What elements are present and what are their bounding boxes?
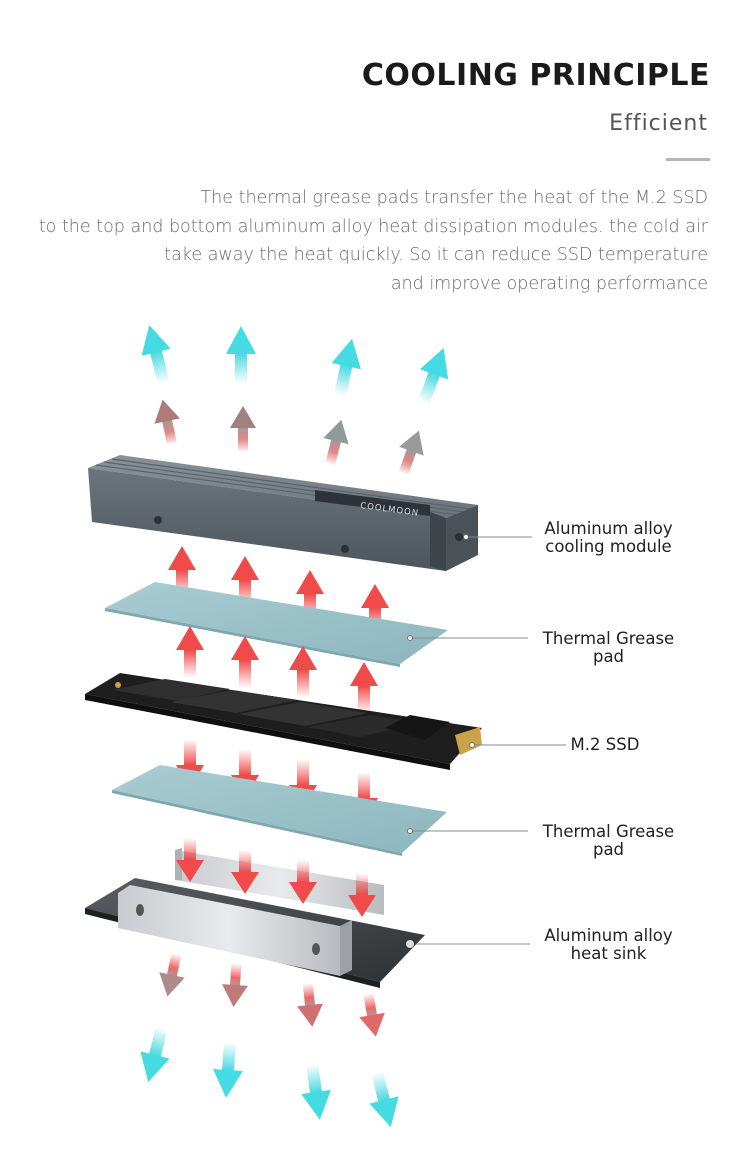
label-line: Aluminum alloy — [544, 926, 673, 945]
cold-air-arrows-bottom — [140, 1026, 399, 1128]
cold-air-arrows-top — [141, 325, 449, 405]
aluminum-cooling-module: COOLMOON — [88, 455, 478, 571]
cold-air-arrow-icon — [331, 338, 361, 397]
label-line: Thermal Grease — [542, 629, 675, 648]
m2-ssd — [85, 673, 482, 770]
title-divider — [666, 158, 710, 161]
cold-air-arrow-icon — [140, 1026, 170, 1083]
label-grease-pad-top: Thermal Grease pad — [536, 630, 681, 666]
label-line: heat sink — [570, 944, 647, 963]
warm-air-arrow-icon — [323, 419, 349, 466]
cold-air-arrow-icon — [301, 1063, 331, 1120]
heat-arrow-icon — [348, 873, 376, 917]
label-line: M.2 SSD — [570, 735, 640, 754]
warm-air-arrow-icon — [297, 982, 323, 1027]
label-cooling-module: Aluminum alloy cooling module — [536, 520, 681, 556]
label-line: pad — [592, 647, 625, 666]
warm-air-arrow-icon — [398, 430, 424, 476]
label-heat-sink: Aluminum alloy heat sink — [536, 927, 681, 963]
description: The thermal grease pads transfer the hea… — [18, 184, 708, 298]
description-line: The thermal grease pads transfer the hea… — [200, 188, 708, 208]
description-line: to the top and bottom aluminum alloy hea… — [38, 216, 708, 237]
heat-arrow-icon — [176, 838, 204, 882]
warm-air-arrow-icon — [222, 962, 248, 1007]
thermal-grease-pad-top — [105, 582, 448, 667]
heat-arrow-icon — [176, 626, 204, 678]
thermal-grease-pad-bottom — [112, 765, 447, 856]
label-line: pad — [592, 840, 625, 859]
leader-dots — [407, 534, 475, 834]
warm-air-arrow-icon — [154, 399, 180, 446]
cold-air-arrow-icon — [369, 1071, 399, 1128]
label-grease-pad-bottom: Thermal Grease pad — [536, 823, 681, 859]
heat-arrow-icon — [289, 860, 317, 904]
description-line: and improve operating performance — [390, 273, 708, 294]
heat-arrows-sink — [176, 838, 376, 917]
warm-air-arrow-icon — [159, 952, 185, 997]
page-title: COOLING PRINCIPLE — [361, 58, 710, 93]
aluminum-heat-sink — [85, 848, 425, 988]
cold-air-arrow-icon — [418, 348, 449, 405]
label-line: Aluminum alloy — [544, 519, 673, 538]
warm-air-arrow-icon — [230, 406, 256, 452]
leader-lines — [410, 536, 566, 945]
heat-arrows-upper — [168, 546, 389, 636]
cold-air-arrow-icon — [213, 1041, 243, 1098]
label-ssd: M.2 SSD — [565, 736, 645, 754]
heat-arrow-icon — [350, 662, 378, 714]
page-subtitle: Efficient — [609, 111, 708, 136]
heat-arrow-icon — [231, 850, 259, 894]
cold-air-arrow-icon — [141, 325, 171, 385]
warm-air-arrow-icon — [359, 992, 385, 1037]
warm-air-arrows-bottom — [159, 952, 385, 1037]
heat-arrow-icon — [231, 636, 259, 688]
cold-air-arrow-icon — [226, 326, 256, 384]
heat-arrow-icon — [289, 646, 317, 698]
label-line: Thermal Grease — [542, 822, 675, 841]
description-line: take away the heat quickly. So it can re… — [164, 245, 708, 265]
warm-air-arrows-top — [154, 399, 424, 476]
heat-arrows-middle — [176, 626, 378, 714]
label-line: cooling module — [545, 537, 672, 556]
